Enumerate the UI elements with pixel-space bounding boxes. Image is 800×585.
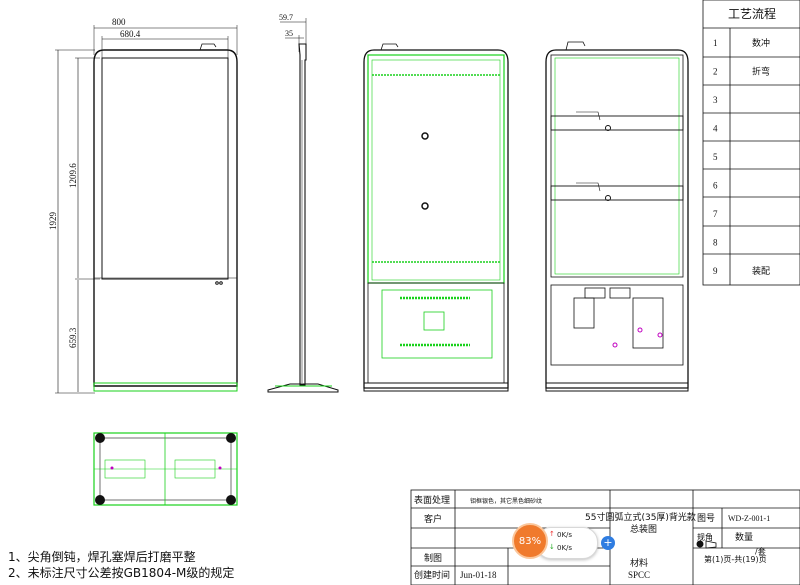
rear-view [363,43,509,392]
download-speed: 0K/s [557,544,573,552]
customer-label: 客户 [424,513,442,525]
process-row-number: 8 [713,238,718,248]
upload-arrow-icon: ↑ [549,530,555,538]
download-arrow-icon: ↓ [549,543,555,551]
material-label: 材料 [630,557,648,569]
dim-height-screen: 1209.6 [68,163,78,188]
process-row-number: 9 [713,266,718,276]
internal-view [545,41,689,392]
projection-symbol-icon [696,540,717,549]
title-line1: 55寸圆弧立式(35厚)背光款 [585,511,696,523]
plus-button[interactable]: + [601,536,615,550]
side-view [267,18,339,393]
note-2: 2、未标注尺寸公差按GB1804-M级的规定 [8,565,234,580]
title-line2: 总装图 [630,523,657,535]
drawing-label: 制图 [424,552,442,564]
process-row-number: 1 [713,38,718,48]
process-row-step: 装配 [752,265,770,277]
page-info: 第(1)页-共(19)页 [704,554,767,564]
dim-depth-inner: 35 [285,29,293,38]
dim-height-total: 1929 [48,212,58,231]
process-table [702,0,800,286]
surface-label: 表面处理 [414,494,450,506]
material-value: SPCC [628,570,650,580]
front-view [55,25,238,394]
network-speed-widget[interactable]: ↑ 0K/s ↓ 0K/s + 83% [512,523,615,561]
memory-percent-bubble[interactable]: 83% [512,523,548,559]
dim-width-total: 800 [112,17,126,27]
process-row-number: 5 [713,152,718,162]
note-1: 1、尖角倒钝，焊孔塞焊后打磨平整 [8,549,196,564]
dim-height-lower: 659.3 [68,327,78,348]
dim-depth-total: 59.7 [279,13,293,22]
date-value: Jun-01-18 [460,570,497,580]
process-rows: 1 数冲 2 折弯 3 4 5 6 7 8 9 装配 [713,37,770,277]
process-row-number: 3 [713,95,718,105]
surface-value: 钼框银色，其它黑色细砂纹 [470,497,542,505]
date-label: 创建时间 [414,569,450,581]
process-row-number: 7 [713,209,718,219]
qty-value: /套 [755,546,766,556]
process-row-step: 折弯 [752,66,770,78]
spec-label: 规角 [697,532,713,542]
dim-width-inner: 680.4 [120,29,141,39]
bottom-view [93,432,238,506]
process-row-step: 数冲 [752,37,770,49]
title-block [410,489,800,585]
drawing-no-label: 图号 [697,513,715,524]
qty-label: 数量 [735,531,753,543]
drawing-no-value: WD-Z-001-1 [728,514,770,523]
upload-speed: 0K/s [557,531,573,539]
process-row-number: 4 [713,124,718,134]
process-row-number: 2 [713,67,718,77]
process-row-number: 6 [713,181,718,191]
process-table-title: 工艺流程 [728,6,776,21]
